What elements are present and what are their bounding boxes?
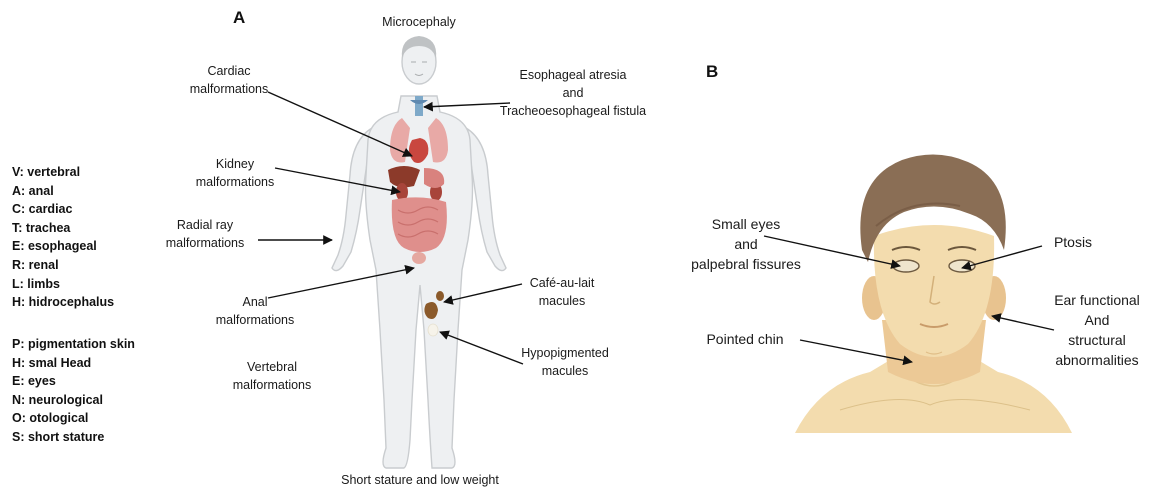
- label-line: macules: [512, 292, 612, 310]
- label-line: Kidney: [180, 155, 290, 173]
- panel-a-letter: A: [233, 8, 245, 28]
- label-line: Short stature and low weight: [330, 471, 510, 489]
- label-line: Vertebral: [217, 358, 327, 376]
- label-line: Ear functional: [1042, 290, 1152, 310]
- legend-phenos: P: pigmentation skin H: smal Head E: eye…: [12, 335, 135, 447]
- label-short-stature: Short stature and low weight: [330, 471, 510, 489]
- cafe-au-lait-spot-1: [436, 291, 444, 301]
- label-cardiac: Cardiac malformations: [174, 62, 284, 98]
- panel-b-letter: B: [706, 62, 718, 82]
- label-line: malformations: [217, 376, 327, 394]
- label-line: Small eyes: [676, 214, 816, 234]
- label-line: macules: [510, 362, 620, 380]
- label-line: Tracheoesophageal fistula: [494, 102, 652, 120]
- label-kidney: Kidney malformations: [180, 155, 290, 191]
- legend-item: A: anal: [12, 182, 114, 201]
- label-microcephaly: Microcephaly: [355, 13, 483, 31]
- label-line: Pointed chin: [690, 329, 800, 349]
- label-ear: Ear functional And structural abnormalit…: [1042, 290, 1152, 370]
- label-pointed-chin: Pointed chin: [690, 329, 800, 349]
- intestine-shape: [392, 197, 447, 252]
- legend-item: L: limbs: [12, 275, 114, 294]
- hypopigmented-spot: [428, 324, 438, 336]
- label-line: abnormalities: [1042, 350, 1152, 370]
- label-line: And: [1042, 310, 1152, 330]
- label-ptosis: Ptosis: [1038, 232, 1108, 252]
- legend-item: T: trachea: [12, 219, 114, 238]
- label-line: malformations: [180, 173, 290, 191]
- label-line: and: [676, 234, 816, 254]
- label-line: Anal: [200, 293, 310, 311]
- label-radial: Radial ray malformations: [150, 216, 260, 252]
- label-line: malformations: [150, 234, 260, 252]
- legend-item: P: pigmentation skin: [12, 335, 135, 354]
- legend-item: E: eyes: [12, 372, 135, 391]
- face-illustration: [795, 154, 1072, 433]
- label-line: Microcephaly: [355, 13, 483, 31]
- label-vertebral: Vertebral malformations: [217, 358, 327, 394]
- legend-item: C: cardiac: [12, 200, 114, 219]
- legend-item: H: hidrocephalus: [12, 293, 114, 312]
- label-line: malformations: [174, 80, 284, 98]
- label-line: Esophageal atresia: [494, 66, 652, 84]
- label-anal: Anal malformations: [200, 293, 310, 329]
- label-line: palpebral fissures: [676, 254, 816, 274]
- label-line: Radial ray: [150, 216, 260, 234]
- label-line: Cardiac: [174, 62, 284, 80]
- label-esophageal: Esophageal atresia and Tracheoesophageal…: [494, 66, 652, 120]
- legend-item: V: vertebral: [12, 163, 114, 182]
- legend-item: R: renal: [12, 256, 114, 275]
- legend-item: N: neurological: [12, 391, 135, 410]
- bladder-shape: [412, 252, 426, 264]
- label-small-eyes: Small eyes and palpebral fissures: [676, 214, 816, 274]
- label-cafe-au-lait: Café-au-lait macules: [512, 274, 612, 310]
- label-hypopigmented: Hypopigmented macules: [510, 344, 620, 380]
- legend-item: S: short stature: [12, 428, 135, 447]
- label-line: malformations: [200, 311, 310, 329]
- legend-item: H: smal Head: [12, 354, 135, 373]
- label-line: Hypopigmented: [510, 344, 620, 362]
- legend-item: E: esophageal: [12, 237, 114, 256]
- trachea-shape: [415, 96, 423, 116]
- legend-item: O: otological: [12, 409, 135, 428]
- label-line: structural: [1042, 330, 1152, 350]
- label-line: Ptosis: [1038, 232, 1108, 252]
- legend-vacterl: V: vertebral A: anal C: cardiac T: trach…: [12, 163, 114, 312]
- label-line: Café-au-lait: [512, 274, 612, 292]
- label-line: and: [494, 84, 652, 102]
